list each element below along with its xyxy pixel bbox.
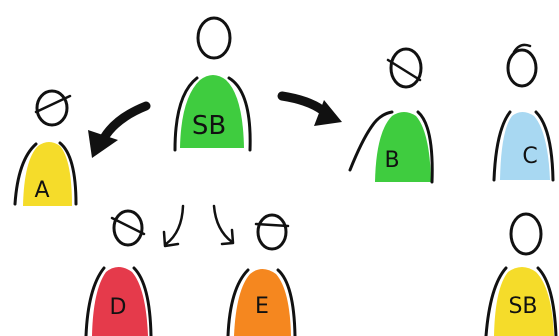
small-curved-arrow-icon [212, 204, 235, 246]
body-outline-left [226, 268, 250, 336]
body-outline-right [227, 76, 252, 152]
head [509, 212, 543, 256]
small-curved-arrow-icon [162, 204, 185, 248]
head [506, 48, 538, 88]
figure-label: D [110, 295, 127, 320]
head [256, 213, 288, 251]
body-fill [375, 112, 431, 182]
figure-e: E [226, 213, 297, 336]
figure-label: B [384, 148, 399, 173]
figure-label: C [522, 144, 537, 169]
figure-d: D [84, 209, 153, 336]
head [196, 16, 232, 60]
figure-c: C [492, 43, 555, 182]
figure-sb-right: SB [484, 212, 558, 336]
body-outline-right [132, 266, 153, 336]
body-outline-left [484, 266, 508, 336]
head-slash [254, 222, 290, 228]
figure-label: A [34, 178, 49, 203]
body-fill [180, 75, 244, 148]
head [389, 47, 423, 89]
figure-b: B [348, 47, 434, 184]
body-fill [500, 112, 550, 180]
curved-arrow-right-icon [277, 91, 342, 126]
figure-label: SB [192, 111, 226, 141]
body-outline-right [536, 266, 558, 336]
figure-label: SB [508, 294, 537, 319]
head-slash [386, 58, 422, 82]
body-outline-left [13, 142, 38, 206]
head-tuft [512, 43, 532, 54]
body-outline-left [173, 76, 199, 152]
figure-label: E [255, 294, 269, 319]
body-outline-right [416, 110, 434, 184]
figure-a: A [13, 89, 78, 206]
body-fill [92, 267, 148, 336]
head-slash [110, 216, 146, 236]
head [35, 89, 69, 127]
body-outline-left [84, 266, 106, 336]
head [112, 209, 144, 247]
body-outline-right [58, 141, 78, 206]
figure-sb-top: SB [173, 16, 252, 152]
body-outline-left [348, 110, 394, 172]
body-outline-right [534, 110, 555, 182]
curved-arrow-left-icon [88, 101, 151, 158]
body-fill [234, 269, 291, 336]
body-outline-right [276, 268, 297, 336]
body-fill [494, 267, 554, 336]
body-outline-left [492, 110, 512, 182]
body-fill [23, 142, 72, 206]
head-slash [34, 94, 72, 114]
